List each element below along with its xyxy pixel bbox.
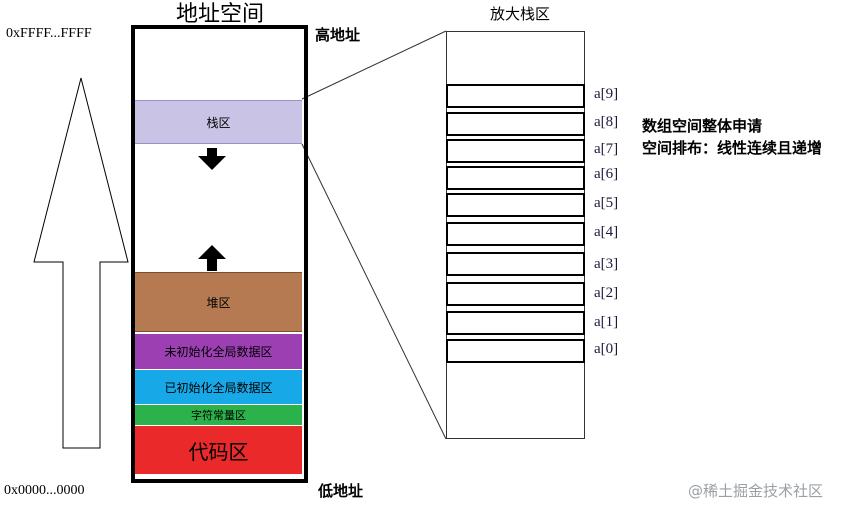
enlarged-stack-title: 放大栈区 <box>489 5 550 23</box>
array-cell-label: a[3] <box>594 256 619 272</box>
text-segment: 代码区 <box>135 426 302 474</box>
array-cell <box>446 84 585 108</box>
bss-segment: 未初始化全局数据区 <box>135 334 302 369</box>
watermark: @稀土掘金技术社区 <box>688 482 824 500</box>
array-cell <box>446 252 585 276</box>
high-address-label: 高地址 <box>315 26 361 44</box>
note-line-1: 数组空间整体申请 <box>642 117 763 135</box>
stack-segment: 栈区 <box>135 100 302 144</box>
array-cell <box>446 193 585 217</box>
low-address-value: 0x0000...0000 <box>4 483 85 498</box>
diagram-title: 地址空间 <box>175 2 264 27</box>
array-cell <box>446 166 585 190</box>
array-cell-label: a[5] <box>594 195 619 211</box>
address-increase-arrow <box>33 77 129 449</box>
array-cell <box>446 282 585 306</box>
array-cell-label: a[9] <box>594 86 619 102</box>
heap-segment: 堆区 <box>135 272 302 332</box>
data-segment: 已初始化全局数据区 <box>135 370 302 404</box>
array-cell <box>446 311 585 335</box>
zoom-line-bottom <box>301 143 447 440</box>
array-cell <box>446 222 585 246</box>
array-cell-label: a[2] <box>594 285 619 301</box>
note-line-2: 空间排布：线性连续且递增 <box>642 139 823 157</box>
array-cell <box>446 139 585 163</box>
array-cell-label: a[1] <box>594 314 619 330</box>
address-space-box <box>131 25 308 483</box>
array-cell <box>446 112 585 136</box>
array-cell-label: a[4] <box>594 224 619 240</box>
high-address-value: 0xFFFF...FFFF <box>6 26 92 41</box>
array-cell-label: a[8] <box>594 114 619 130</box>
stack-grow-down-arrow <box>198 148 226 170</box>
rodata-segment: 字符常量区 <box>135 405 302 425</box>
array-cell <box>446 339 585 363</box>
array-cell-label: a[6] <box>594 166 619 182</box>
heap-grow-up-arrow <box>198 245 226 271</box>
array-cell-label: a[0] <box>594 341 619 357</box>
low-address-label: 低地址 <box>318 482 364 500</box>
zoom-line-top <box>301 30 447 100</box>
array-cell-label: a[7] <box>594 141 619 157</box>
